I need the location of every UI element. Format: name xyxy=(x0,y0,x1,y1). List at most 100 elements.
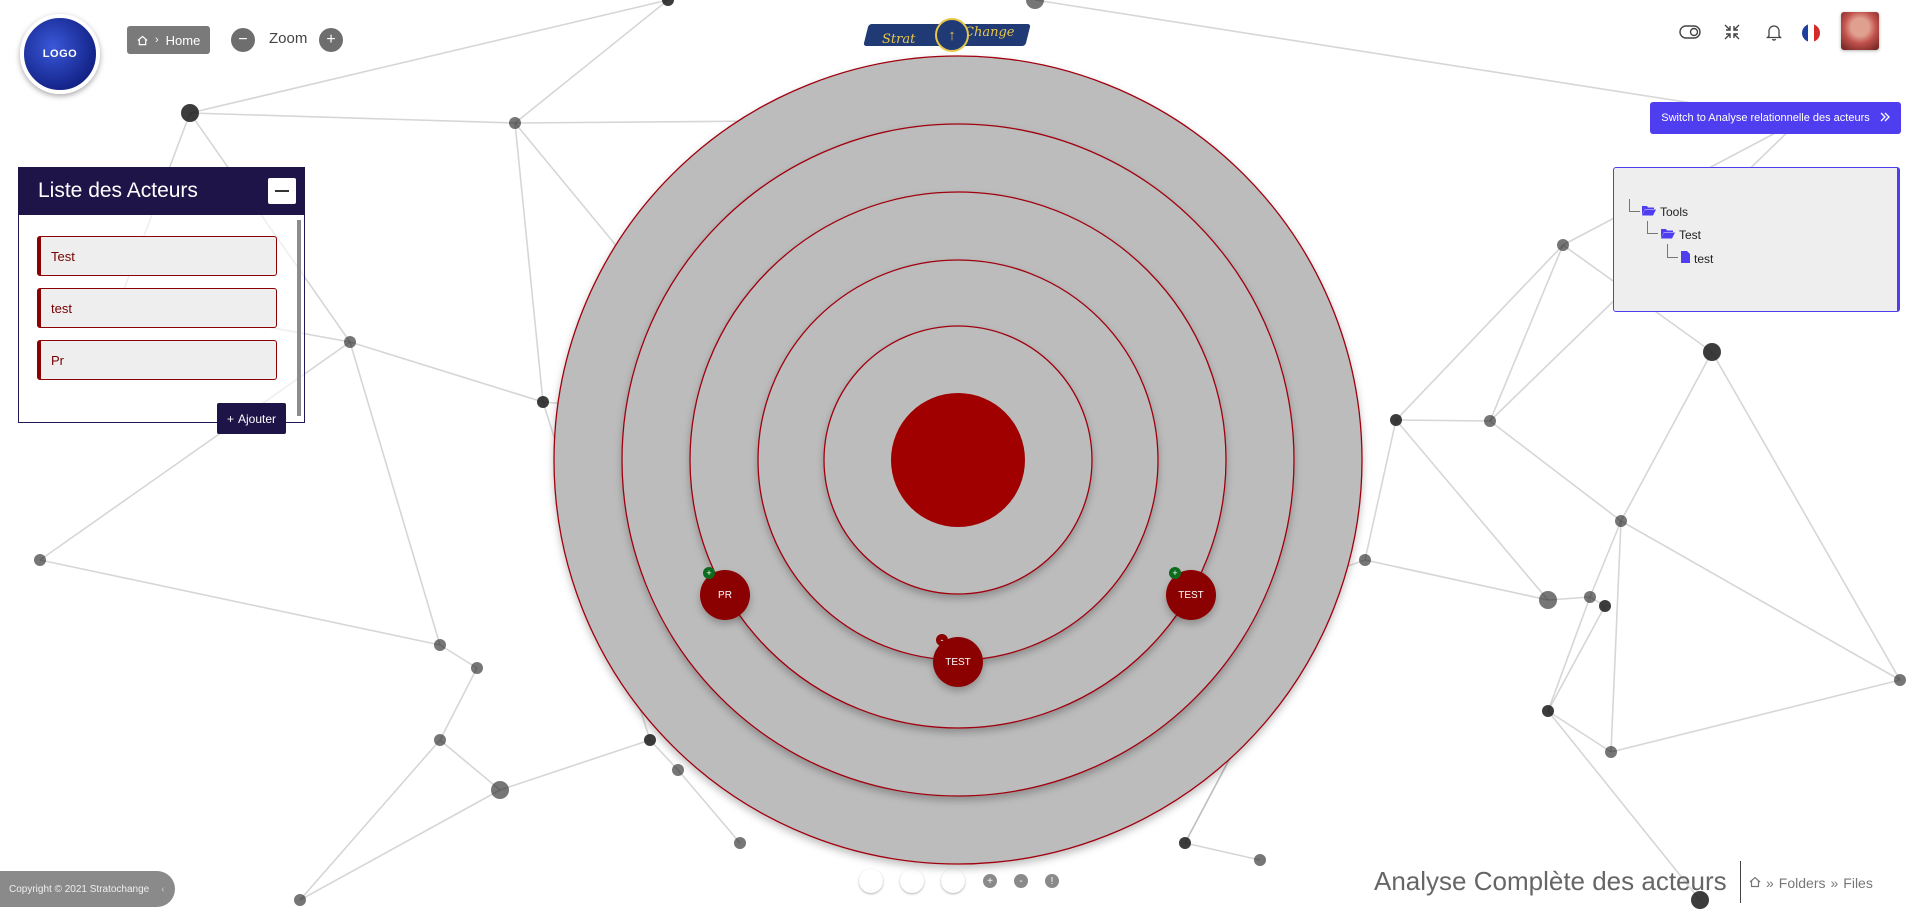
actor-badge[interactable] xyxy=(1169,567,1181,579)
network-node xyxy=(1605,746,1617,758)
zoom-out-button[interactable]: − xyxy=(231,28,255,52)
network-edge xyxy=(439,739,501,791)
legend-minus-button[interactable]: - xyxy=(1014,874,1028,888)
zoom-in-button[interactable]: + xyxy=(319,28,343,52)
french-flag-icon[interactable] xyxy=(1802,24,1820,42)
switch-analysis-label: Switch to Analyse relationnelle des acte… xyxy=(1661,112,1870,124)
breadcrumb-home-button[interactable]: › Home xyxy=(127,26,211,54)
tree-connector xyxy=(1629,199,1640,212)
bell-icon[interactable] xyxy=(1762,20,1786,44)
page-title: Analyse Complète des acteurs xyxy=(1374,866,1727,896)
actor-node-circle[interactable] xyxy=(933,637,983,687)
network-edge xyxy=(349,341,544,403)
double-chevron-right-icon: » xyxy=(1766,875,1774,891)
network-node xyxy=(344,336,356,348)
network-edge xyxy=(189,0,669,114)
network-node xyxy=(537,396,549,408)
network-node xyxy=(1026,0,1044,9)
network-edge xyxy=(1395,419,1491,422)
collapse-button[interactable] xyxy=(268,178,296,204)
network-node xyxy=(34,554,46,566)
actor-badge[interactable] xyxy=(936,634,948,646)
actor-node[interactable]: PR+ xyxy=(700,567,750,620)
network-edge xyxy=(1034,0,1801,121)
network-edge xyxy=(677,769,741,844)
network-node xyxy=(1691,891,1709,909)
tree-node-folder-label: Test xyxy=(1679,228,1702,242)
actor-badge-label: - xyxy=(941,635,944,645)
network-edge xyxy=(299,789,501,901)
network-edge xyxy=(1547,596,1591,712)
actor-badge-label: + xyxy=(706,568,711,578)
scrollbar[interactable] xyxy=(297,220,301,416)
minus-icon xyxy=(275,190,289,192)
tree-node-file[interactable]: test xyxy=(1681,251,1713,266)
compress-icon[interactable] xyxy=(1720,20,1744,44)
actor-node-circle[interactable] xyxy=(1166,570,1216,620)
legend-plus-button[interactable]: + xyxy=(983,874,997,888)
add-actor-button[interactable]: + Ajouter xyxy=(217,403,286,434)
network-edge xyxy=(1489,244,1564,422)
breadcrumb-files[interactable]: Files xyxy=(1843,875,1873,891)
toggle-icon[interactable] xyxy=(1678,20,1702,44)
network-edge xyxy=(439,667,478,741)
legend-dot-blue[interactable]: ... xyxy=(941,869,965,893)
network-node xyxy=(1484,415,1496,427)
actors-panel-header: Liste des Acteurs xyxy=(18,167,305,215)
copyright-bar: Copyright © 2021 Stratochange ‹ xyxy=(0,871,175,907)
actor-node[interactable]: TEST - xyxy=(933,634,983,687)
actor-item[interactable]: Pr xyxy=(37,340,277,380)
network-node xyxy=(672,764,684,776)
network-node xyxy=(471,662,483,674)
network-edge xyxy=(1589,520,1622,598)
double-chevron-right-icon xyxy=(1880,112,1890,125)
actors-panel: Liste des Acteurs Test test Pr xyxy=(18,167,305,423)
tree-node-folder[interactable]: Test xyxy=(1661,228,1701,242)
folder-tree-panel: Tools Test test xyxy=(1613,167,1900,312)
footer-breadcrumb: » Folders » Files xyxy=(1749,875,1873,891)
home-icon xyxy=(137,35,148,46)
tree-node-root-label: Tools xyxy=(1660,205,1689,219)
target-core[interactable] xyxy=(891,393,1025,527)
switch-analysis-button[interactable]: Switch to Analyse relationnelle des acte… xyxy=(1650,102,1901,134)
avatar[interactable] xyxy=(1841,12,1879,50)
network-node xyxy=(644,734,656,746)
network-node xyxy=(491,781,509,799)
actors-panel-title: Liste des Acteurs xyxy=(38,179,198,202)
network-edge xyxy=(1620,520,1901,681)
home-icon[interactable] xyxy=(1749,875,1761,891)
network-edge xyxy=(1547,710,1612,753)
actor-badge[interactable] xyxy=(703,567,715,579)
folder-open-icon xyxy=(1661,228,1675,242)
legend-dot-red[interactable]: ... xyxy=(859,869,883,893)
network-node xyxy=(1179,837,1191,849)
actor-item[interactable]: Test xyxy=(37,236,277,276)
brand-logo: Strat Change ↑ xyxy=(863,18,1031,54)
breadcrumb-folders[interactable]: Folders xyxy=(1778,875,1826,891)
network-edge xyxy=(39,559,441,646)
actor-item[interactable]: test xyxy=(37,288,277,328)
actor-node[interactable]: TEST+ xyxy=(1166,567,1216,620)
network-node xyxy=(1894,674,1906,686)
chevron-left-icon[interactable]: ‹ xyxy=(161,883,165,895)
network-node xyxy=(1542,705,1554,717)
legend-info-button[interactable]: ! xyxy=(1045,874,1059,888)
legend-dot-green[interactable]: ... xyxy=(900,869,924,893)
network-edge xyxy=(349,341,441,646)
actor-node-circle[interactable] xyxy=(700,570,750,620)
tree-node-root[interactable]: Tools xyxy=(1642,205,1688,219)
network-node xyxy=(509,117,521,129)
network-node xyxy=(434,734,446,746)
network-edge xyxy=(189,112,516,124)
network-node xyxy=(1359,554,1371,566)
logo-text: LOGO xyxy=(42,48,78,60)
network-edge xyxy=(439,644,478,669)
copyright-text: Copyright © 2021 Stratochange xyxy=(9,883,150,895)
network-edge xyxy=(1489,420,1622,522)
actor-node-label: TEST xyxy=(945,657,971,668)
network-edge xyxy=(1610,679,1901,753)
network-edge xyxy=(1364,419,1397,561)
network-node xyxy=(1615,515,1627,527)
network-edge xyxy=(514,122,544,403)
logo[interactable]: LOGO xyxy=(20,14,100,94)
